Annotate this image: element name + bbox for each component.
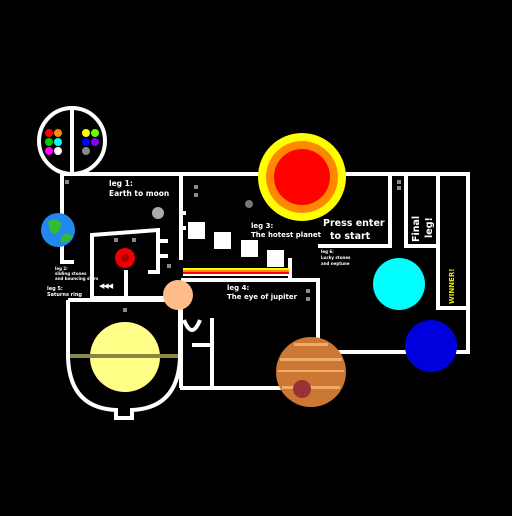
player-color-dot[interactable] bbox=[54, 147, 62, 155]
leg2-line3: and bouncing stars bbox=[55, 276, 99, 281]
bounce-arrows: ◀◀◀ bbox=[99, 282, 113, 290]
leg3-label: leg 3: bbox=[251, 222, 274, 230]
leg4-subtitle: The eye of jupiter bbox=[227, 293, 298, 301]
leg6-label: leg 6: bbox=[321, 249, 334, 254]
leg6-line3: and neptune bbox=[321, 261, 350, 266]
leg5-subtitle: Saturns ring bbox=[47, 292, 82, 298]
player-color-dot[interactable] bbox=[45, 147, 53, 155]
player-color-dot[interactable] bbox=[54, 129, 62, 137]
sliding-stones bbox=[188, 222, 284, 267]
lava-stripe bbox=[183, 268, 289, 276]
player-color-dot[interactable] bbox=[91, 129, 99, 137]
player-color-dots[interactable] bbox=[45, 129, 99, 155]
leg2-line2: sliding stones bbox=[55, 271, 87, 276]
player-color-dot[interactable] bbox=[91, 138, 99, 146]
start-prompt-line2[interactable]: to start bbox=[330, 231, 371, 242]
leg1-label: leg 1: bbox=[109, 179, 133, 188]
neptune bbox=[405, 320, 457, 372]
sun bbox=[258, 133, 346, 221]
player-color-dot[interactable] bbox=[82, 129, 90, 137]
small-moon bbox=[245, 200, 253, 208]
checkpoint-markers bbox=[65, 180, 401, 312]
player-color-dot[interactable] bbox=[45, 129, 53, 137]
moon bbox=[152, 207, 164, 219]
player-color-dot[interactable] bbox=[91, 147, 99, 155]
venus-player[interactable] bbox=[163, 280, 193, 310]
jupiter bbox=[276, 337, 346, 407]
player-color-dot[interactable] bbox=[54, 138, 62, 146]
leg5-label: leg 5: bbox=[47, 286, 63, 292]
leg3-subtitle: The hotest planet bbox=[251, 231, 321, 239]
leg1-subtitle: Earth to moon bbox=[109, 189, 170, 198]
player-color-dot[interactable] bbox=[82, 147, 90, 155]
leg6-line2: Lucky stones bbox=[321, 255, 351, 260]
leg4-label: leg 4: bbox=[227, 284, 250, 292]
uranus bbox=[373, 258, 425, 310]
earth bbox=[41, 213, 75, 247]
saturn bbox=[70, 322, 178, 392]
leg2-label: leg 2: bbox=[55, 266, 68, 271]
winner-label: WINNER! bbox=[448, 268, 456, 304]
final-leg-line1: Final bbox=[411, 215, 422, 242]
player-color-dot[interactable] bbox=[82, 138, 90, 146]
start-prompt-line1[interactable]: Press enter bbox=[323, 218, 385, 229]
final-leg-line2: leg! bbox=[424, 217, 435, 238]
player-color-dot[interactable] bbox=[45, 138, 53, 146]
